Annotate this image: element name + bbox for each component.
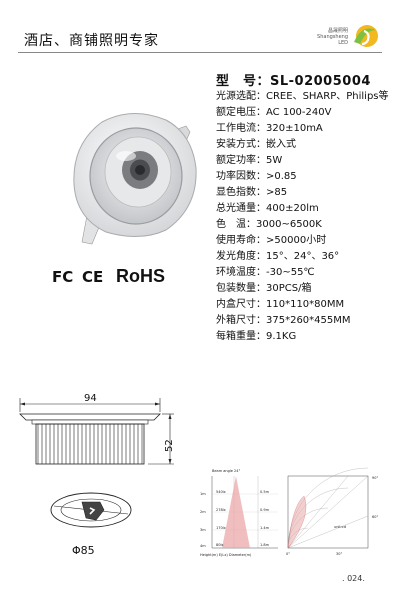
logo-text: 昌晟照明 Shangsheng LED [317, 28, 348, 46]
beam-diameter-3: 1.4m [260, 526, 270, 530]
spec-voltage: 额定电压：AC 100-240V [216, 107, 332, 118]
fc-mark: FC [52, 268, 74, 286]
dimension-height-label: 52 [164, 439, 175, 452]
beam-diameter-2: 0.9m [260, 508, 270, 512]
spec-inner-box: 内盒尺寸：110*110*80MM [216, 299, 345, 310]
spec-power: 额定功率：5W [216, 155, 283, 166]
beam-height-3: 3m [200, 528, 206, 532]
logo-mark-icon [354, 25, 378, 47]
spec-lifetime: 使用寿命：>50000小时 [216, 235, 327, 246]
spec-ambient-temp: 环境温度：-30~55℃ [216, 267, 315, 278]
polar-angle-30: 30° [336, 552, 342, 556]
beam-diameter-1: 0.5m [260, 490, 270, 494]
page-number: . 024. [342, 574, 365, 583]
beam-height-4: 4m [200, 544, 206, 548]
product-model: 型 号：SL-02005004 [216, 74, 371, 89]
beam-lux-1: 540lx [216, 490, 226, 494]
beam-height-1: 1m [200, 492, 206, 496]
beam-lux-4: 80lx [216, 543, 224, 547]
polar-unit-label: unit:cd [334, 525, 346, 529]
beam-lux-2: 278lx [216, 508, 226, 512]
page-header-title: 酒店、商铺照明专家 [24, 33, 159, 49]
spec-install: 安装方式：嵌入式 [216, 139, 296, 150]
polar-angle-60: 60° [372, 515, 378, 519]
polar-distribution-chart: 112 237 367 516 unit:cd 90° 60° 0° 30° [286, 467, 378, 556]
product-photo [73, 112, 197, 245]
beam-chart-title: Beam angle 24° [212, 469, 240, 473]
header-divider [18, 52, 382, 53]
spec-box-weight: 每箱重量：9.1KG [216, 331, 297, 342]
beam-diameter-4: 1.8m [260, 543, 270, 547]
logo-line-3: LED [338, 40, 348, 46]
rohs-mark: RoHS [116, 266, 165, 286]
beam-lux-3: 170lx [216, 526, 226, 530]
beam-height-2: 2m [200, 510, 206, 514]
diameter-label: Φ85 [72, 544, 95, 557]
spec-light-source: 光源选配：CREE、SHARP、Philips等 [216, 91, 389, 102]
dimension-width-label: 94 [84, 393, 97, 404]
spec-package-qty: 包装数量：30PCS/箱 [216, 283, 312, 294]
polar-angle-90: 90° [372, 476, 378, 480]
beam-angle-chart: Beam angle 24° 1m 2m 3m 4m 540lx 278lx 1… [200, 469, 278, 557]
side-dimension-drawing [19, 398, 174, 465]
ce-mark: CE [82, 268, 104, 286]
brand-logo: 昌晟照明 Shangsheng LED [290, 22, 390, 50]
spec-outer-box: 外箱尺寸：375*260*455MM [216, 315, 351, 326]
beam-axis-caption: Height(m) E(Lx) Diameter(m) [200, 553, 252, 557]
spec-color-temp: 色 温：3000~6500K [216, 219, 322, 230]
spec-cri: 显色指数：>85 [216, 187, 288, 198]
top-view-drawing [50, 492, 132, 528]
spec-current: 工作电流：320±10mA [216, 123, 323, 134]
logo-line-1: 昌晟照明 [327, 28, 348, 34]
polar-angle-0: 0° [286, 552, 290, 556]
logo-line-2: Shangsheng [317, 34, 348, 40]
spec-power-factor: 功率因数：>0.85 [216, 171, 297, 182]
spec-lumen: 总光通量：400±20lm [216, 203, 319, 214]
spec-beam-angle: 发光角度：15°、24°、36° [216, 251, 340, 262]
